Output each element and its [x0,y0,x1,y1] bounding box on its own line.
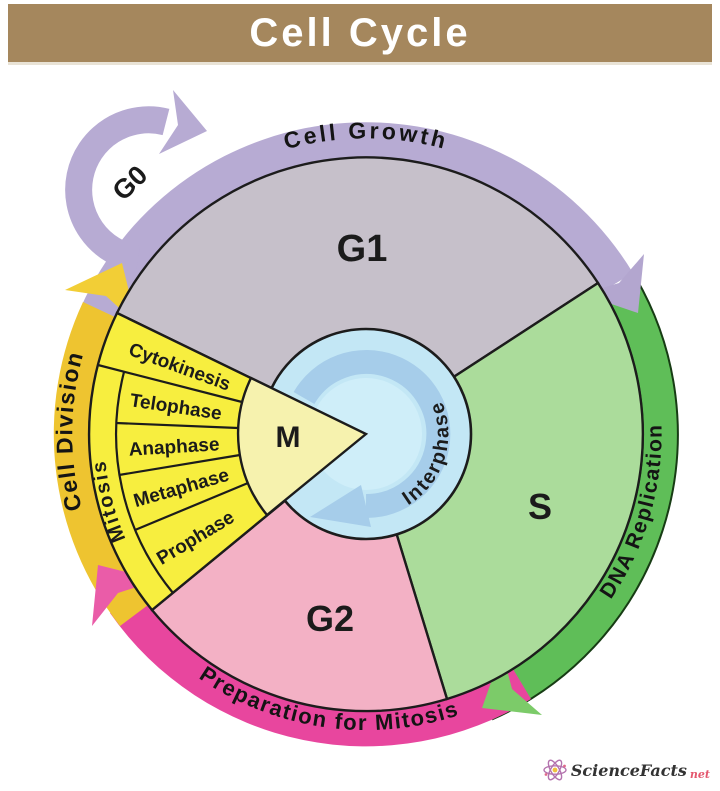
g2-label: G2 [306,598,354,639]
g0-arrowhead [159,90,207,154]
g0-loop-arrow [65,90,207,273]
interphase-cycle-arrow [293,350,451,527]
cell-division-band [53,302,148,626]
brand-name: ScienceFacts [570,760,687,780]
sector-s [364,281,644,701]
sector-m [87,311,369,612]
mitosis-stage-dividers [97,363,249,594]
cell-growth-band [81,122,633,321]
sector-g1 [115,156,600,436]
preparation-for-mitosis-band [110,593,531,747]
brand-logo: ScienceFacts net [542,757,710,783]
brand-suffix: net [689,768,710,781]
s-label: S [528,486,552,527]
g1-label: G1 [337,228,388,270]
m-label: M [276,421,301,454]
page-title: Cell Cycle [249,10,471,55]
m-phase-wedge [236,376,369,517]
g0-label: G0 [107,160,154,207]
title-bar: Cell Cycle [8,4,712,65]
mitosis-band-divider [115,371,174,594]
cell-division-arrowhead [65,263,137,324]
atom-icon [543,759,567,781]
